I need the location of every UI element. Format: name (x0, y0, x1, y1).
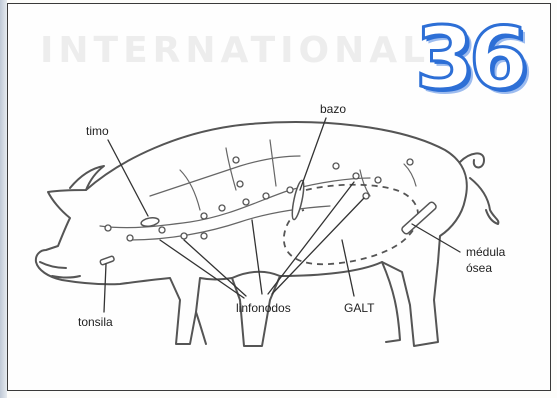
label-galt: GALT (344, 302, 374, 315)
pointer-galt (342, 240, 354, 296)
lymph-node (181, 233, 187, 239)
lymph-vessel (270, 140, 276, 186)
lymph-node (407, 159, 413, 165)
lymph-node (219, 205, 225, 211)
lymph-node (287, 187, 293, 193)
lymph-vessel (360, 170, 370, 196)
label-linfonodos: linfonodos (236, 302, 291, 315)
lymph-node (333, 163, 339, 169)
pointer-medula (412, 224, 460, 252)
label-medula-line2: ósea (466, 262, 492, 275)
label-timo: timo (86, 125, 109, 138)
lymph-vessel (226, 148, 236, 190)
galt-intestine-outline (284, 185, 418, 265)
spleen-organ (290, 180, 306, 221)
lymph-vessel (404, 164, 416, 186)
lymph-node (353, 173, 359, 179)
lymph-node (201, 233, 207, 239)
pig-ear (70, 166, 104, 190)
bone-marrow-organ (401, 201, 438, 235)
lymph-node (105, 225, 111, 231)
lymph-node (375, 177, 381, 183)
pointer-timo (108, 140, 148, 216)
pig-belly-fold (232, 272, 280, 278)
label-tonsila: tonsila (78, 316, 113, 329)
pig-tail (460, 153, 484, 167)
pointer-linfonodos (184, 240, 246, 296)
lymph-node (243, 199, 249, 205)
pointer-linfonodos (160, 240, 244, 298)
lymph-node (237, 181, 243, 187)
label-bazo: bazo (320, 103, 346, 116)
pig-hind-leg-far (382, 262, 400, 342)
pointer-tonsila (104, 264, 106, 312)
pig-snout-line (40, 262, 66, 268)
lymph-node (201, 213, 207, 219)
label-medula-line1: médula (466, 246, 505, 259)
tonsil-organ (100, 256, 115, 265)
page-number: 36 (415, 14, 523, 104)
pointer-bazo (300, 118, 326, 190)
lymph-node (159, 227, 165, 233)
pig-front-leg-near (196, 312, 206, 344)
pointer-linfonodos (252, 220, 262, 294)
lymph-node (233, 157, 239, 163)
pig-mouth (52, 276, 80, 278)
lymph-node (127, 235, 133, 241)
pointer-linfonodos (268, 182, 354, 294)
lymph-vessel (180, 170, 200, 210)
lymph-node (263, 193, 269, 199)
lymph-vessel (150, 156, 300, 196)
lymph-vessel (130, 206, 330, 240)
pig-tail-end (470, 178, 498, 224)
